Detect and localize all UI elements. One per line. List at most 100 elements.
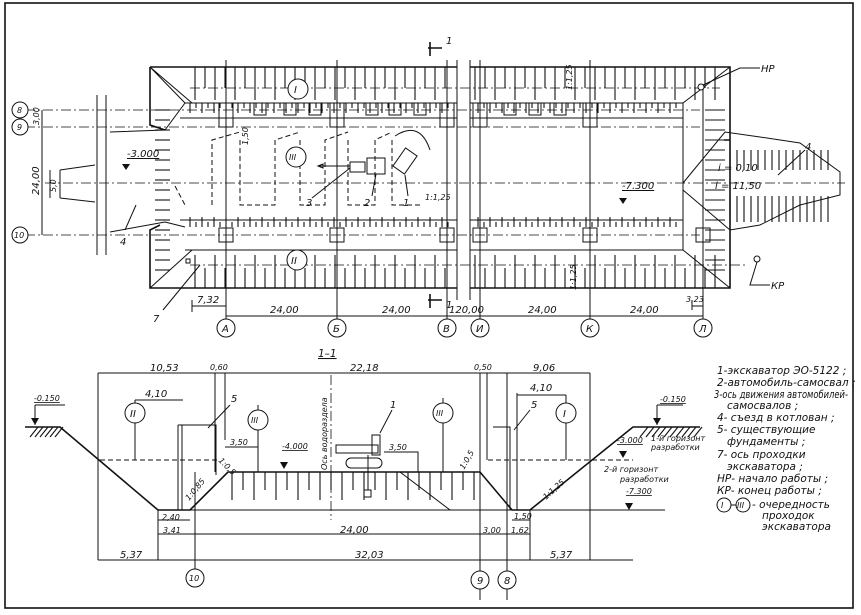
- foundation-block: [329, 102, 345, 128]
- bottom-dim-5: 1,62: [511, 526, 529, 535]
- section-excavator-label: 1: [390, 400, 396, 411]
- foundation-block: [695, 227, 711, 243]
- foundation-right: [493, 393, 518, 510]
- dim-col-3: 120,00: [449, 305, 484, 316]
- section-axis-9: [470, 570, 490, 590]
- legend-item: 4- съезд в котлован ;: [717, 412, 835, 424]
- bottom-dim-1: 3,41: [163, 526, 181, 535]
- top-dim-2: 22,18: [350, 363, 379, 374]
- first-horizon-label: 1-й горизонт разработки: [651, 434, 706, 452]
- corner-diagonals: [149, 66, 731, 289]
- legend-item: 3-ось движения автомобилей-: [714, 389, 848, 401]
- dim-col-6: 3,23: [686, 295, 704, 304]
- col-axis-l: Л: [698, 324, 707, 335]
- end-work-label: КР: [771, 281, 785, 292]
- legend-range-to: III: [737, 501, 745, 510]
- legend-item: НР- начало работы ;: [717, 473, 828, 485]
- elevation-left: -3.000: [127, 149, 159, 160]
- dim-1-50: 1,50: [241, 127, 250, 145]
- elevation-marker-icon: [31, 418, 39, 425]
- first-horizon-label-box: 1-й горизонт разработки: [651, 434, 706, 452]
- foundation-block: [218, 227, 234, 243]
- legend-item: фундаменты ;: [717, 436, 805, 448]
- pass-start-marker: [185, 258, 191, 264]
- leader-line: [404, 174, 409, 197]
- legend-pass-marker: [735, 497, 751, 513]
- top-dim-4: 9,06: [533, 363, 555, 374]
- foundation-block: [413, 102, 427, 116]
- pass-1-label: I: [294, 85, 297, 96]
- bottom-dim-6: 5,37: [120, 550, 143, 561]
- pass-marker-2: [286, 249, 308, 271]
- section-axis-10-label: 10: [189, 574, 199, 583]
- foundation-label-left: 5: [231, 394, 237, 405]
- foundation-label-right: 5: [531, 400, 537, 411]
- hatch-line: [693, 426, 703, 438]
- foundation-block: [329, 227, 345, 243]
- section-elev-h1: -3.000: [617, 436, 643, 445]
- section-elev-bench: -4.000: [282, 442, 308, 451]
- ramp-length: l = 11,50: [715, 181, 761, 192]
- section-elev-bottom: -7.300: [626, 487, 652, 496]
- pass-dim-right: 4,10: [530, 383, 552, 394]
- pass-2-label: II: [291, 256, 297, 267]
- row-axis-10: 10: [14, 231, 24, 240]
- leader-line: [379, 409, 393, 434]
- start-work-label: НР: [761, 64, 776, 75]
- bottom-dim-0: 2,40: [162, 513, 180, 522]
- elevation-marker-icon: [122, 164, 130, 170]
- slope-bottom: 1:1,25: [569, 264, 578, 290]
- end-work-point: [753, 255, 761, 263]
- pit-inner-contour: [164, 102, 684, 251]
- label-excavator: 1: [403, 198, 409, 209]
- col-axis-i: И: [476, 324, 484, 335]
- pass-marker-1: [287, 78, 309, 100]
- hatch-line: [681, 426, 691, 438]
- slope-hatch-top: [155, 67, 725, 271]
- section-axis-8: [497, 570, 517, 590]
- foundation-block: [582, 102, 598, 128]
- bottom-dim-3: 3,00: [483, 526, 501, 535]
- plan-view: 3 2 1 7 4 I II III -3.000 -7.300 1:1,25 …: [11, 36, 845, 338]
- hatch-line: [657, 426, 667, 438]
- slope-ramp: 1:1,25: [425, 193, 451, 202]
- dim-ramp-width: 5,0: [49, 179, 58, 192]
- elevation-marker-icon: [619, 451, 627, 458]
- section-mark-bottom: 1: [446, 300, 452, 311]
- legend-item: экскаватора ;: [717, 461, 803, 473]
- second-horizon-label-1: 2-й горизонт: [604, 465, 658, 474]
- existing-foundations: [218, 102, 711, 243]
- foundation-block: [253, 102, 267, 116]
- col-axis-b: Б: [333, 324, 340, 335]
- foundation-block: [553, 102, 567, 116]
- left-ramp: [59, 129, 166, 233]
- bottom-dim-lines: [98, 510, 633, 561]
- elevation-marker-icon: [625, 503, 633, 510]
- section-pass-3-left: [247, 409, 269, 431]
- slope-hatch-bottom: [194, 255, 716, 288]
- hatch-line: [645, 426, 655, 438]
- col-axis-a: А: [221, 324, 229, 335]
- leader-line: [702, 67, 760, 86]
- legend: 1-экскаватор ЭО-5122 ; 2-автомобиль-само…: [714, 365, 856, 533]
- section-elev-ground-right: -0.150: [660, 395, 686, 404]
- slope-125: 1:1,25: [541, 478, 566, 502]
- dim-col-5: 24,00: [630, 305, 659, 316]
- hatch-line: [44, 426, 54, 438]
- column-dim-lines: [191, 300, 703, 317]
- dump-truck-icon: [366, 157, 386, 175]
- section-mark-top: 1: [446, 36, 452, 47]
- section-ref-lines: [97, 373, 591, 600]
- foundation-block: [308, 102, 322, 116]
- legend-item: самосвалов ;: [717, 400, 798, 412]
- foundation-block: [472, 227, 488, 243]
- legend-range-text: экскаватора: [762, 521, 831, 533]
- leader-line: [124, 204, 137, 231]
- start-work-point: [697, 83, 705, 91]
- leader-line: [777, 149, 806, 176]
- bottom-dim-8: 5,37: [550, 550, 573, 561]
- arrow-head: [316, 163, 324, 169]
- hatch-line: [687, 426, 697, 438]
- foundation-block: [439, 102, 455, 128]
